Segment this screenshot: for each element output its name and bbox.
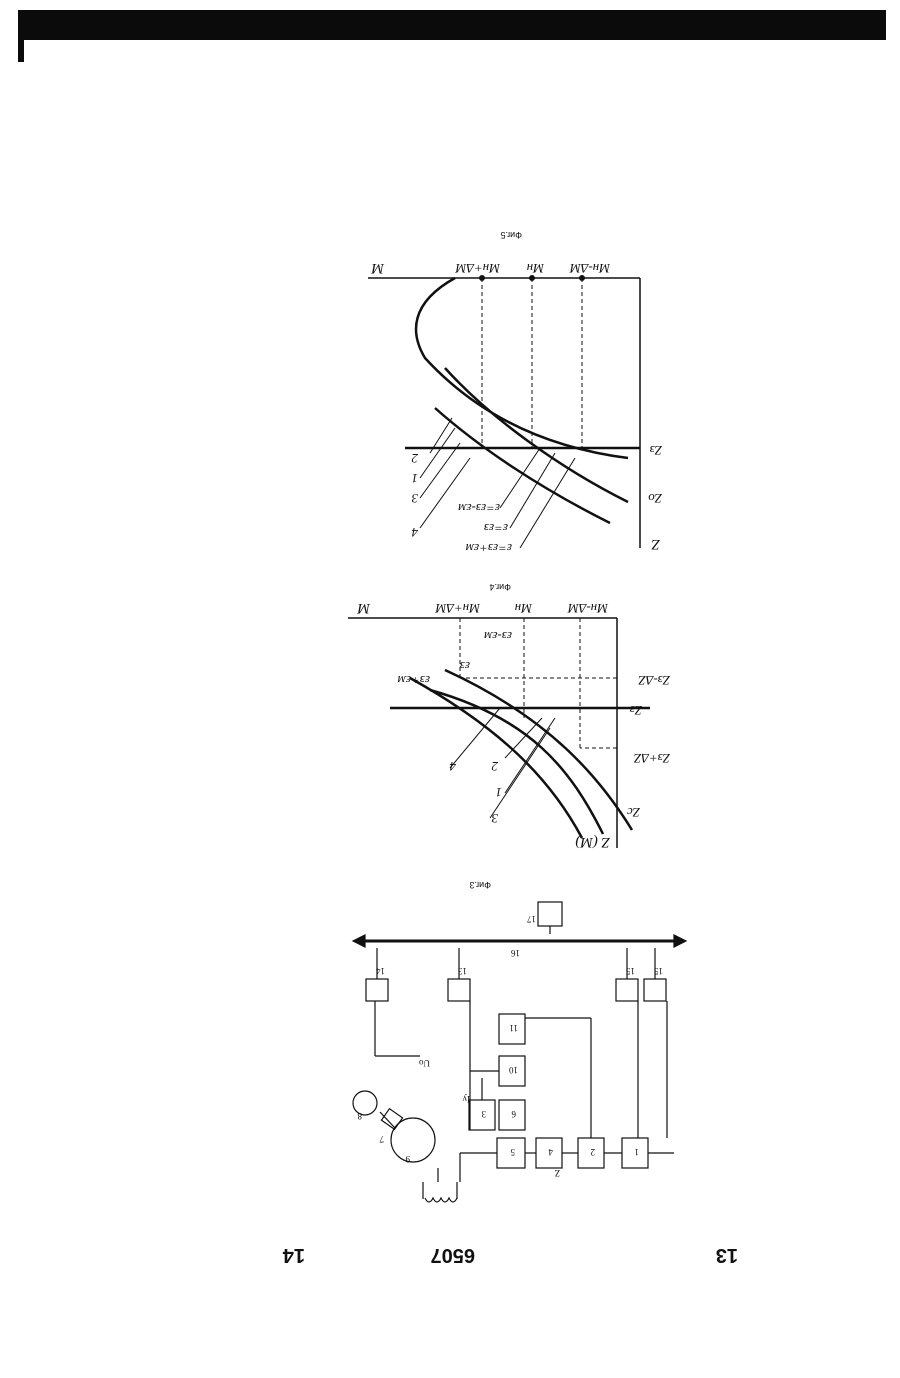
fig5-y-tick: Zз	[650, 442, 662, 458]
fig5-caption: Фиг.5	[500, 230, 522, 240]
fig5-eps-label: ε=εз	[484, 520, 508, 536]
fig5-y-tick: Zo	[648, 490, 662, 506]
fig5-x-axis-label: M	[372, 259, 385, 276]
fig5-y-axis-label: Z	[652, 535, 660, 552]
fig5-curve-label: 4	[412, 524, 419, 540]
fig5-curve-label: 2	[412, 450, 419, 466]
fig5-x-tick: Mн+ΔM	[455, 260, 500, 276]
fig5-eps-label: ε=εз-εм	[458, 500, 500, 516]
fig5-x-tick: Mн-ΔM	[570, 260, 610, 276]
fig5-eps-label: ε=εз+εм	[466, 540, 512, 556]
fig5-curve-label: 1	[412, 470, 419, 486]
fig5-x-tick: Mн	[527, 260, 544, 276]
fig5-curve-label: 3	[412, 490, 419, 506]
